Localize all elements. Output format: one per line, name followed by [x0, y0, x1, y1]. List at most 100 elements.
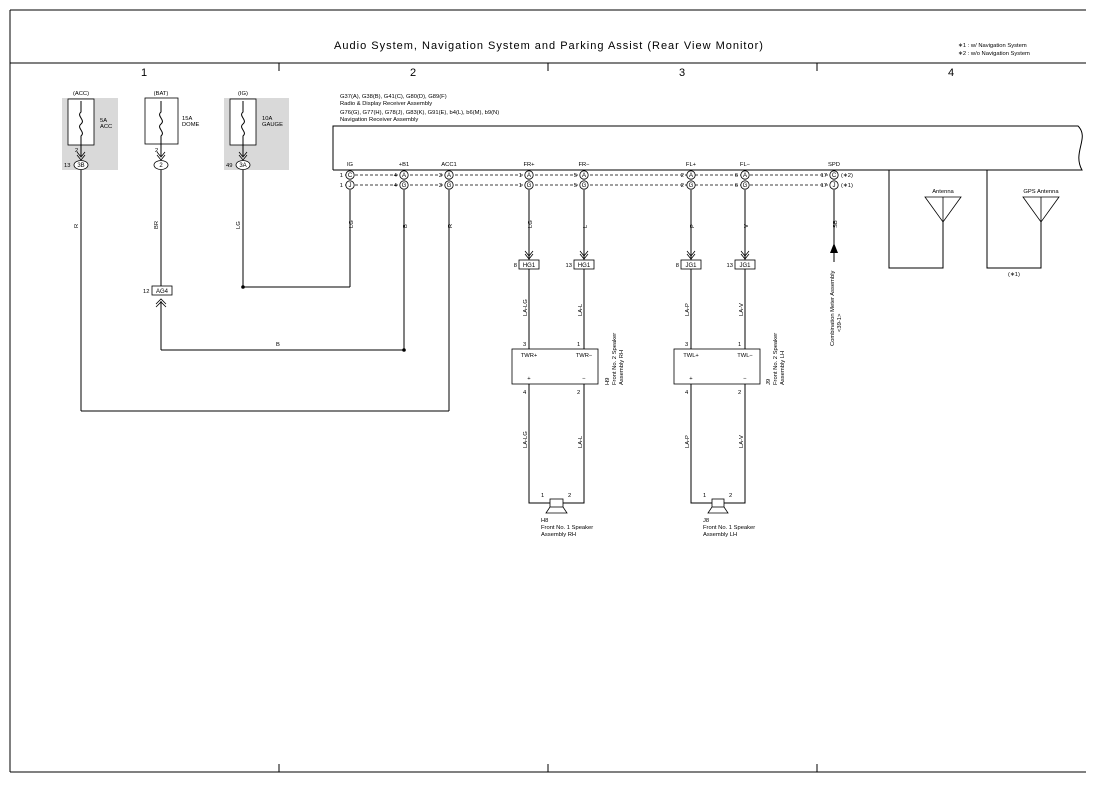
fuse-dome-name: DOME: [182, 122, 200, 128]
wire-color-upper: LA-V: [739, 303, 745, 316]
terminal-conn-bottom: J: [349, 183, 352, 189]
tweeter-rh-plus-sign: +: [527, 376, 531, 382]
tweeter-lh-name-2: Assembly LH: [780, 351, 786, 385]
fuse-gauge-name: GAUGE: [262, 122, 283, 128]
terminal-pin-top: 6: [735, 173, 738, 179]
fuse-gauge-circuit: (IG): [238, 91, 248, 97]
fuse-symbol-icon: [241, 101, 245, 145]
connector-arrow-icon: [579, 250, 589, 260]
terminal-conn-bottom: G: [402, 183, 407, 189]
tweeter-rh-pin-in-minus: 1: [577, 342, 580, 348]
terminal-note-top: (∗2): [841, 173, 853, 179]
junction-pin: 13: [727, 263, 733, 269]
combination-meter-code: <39-1>: [837, 313, 843, 332]
wire-color-lower: LA-P: [685, 435, 691, 448]
terminal-wire-color: R: [448, 224, 454, 228]
fuse-gauge-rating: 10A: [262, 116, 272, 122]
terminal-label: FL−: [740, 162, 751, 168]
fuse-acc-conn: 3B: [77, 163, 84, 169]
column-number-2: 2: [410, 67, 416, 79]
antenna-icon: [924, 196, 962, 223]
wire-color-upper: LA-LG: [523, 299, 529, 316]
gps-antenna-note: (∗1): [1008, 272, 1020, 278]
wire-color-lower: LA-LG: [523, 431, 529, 448]
terminal-pin-icon: [524, 170, 534, 180]
speaker-rh-pin1: 1: [541, 493, 544, 499]
terminal-pin-icon: [740, 180, 750, 190]
terminal-label: SPD: [828, 162, 840, 168]
fuse-dome-circuit: (BAT): [154, 91, 169, 97]
receiver-box: [332, 125, 1083, 171]
receiver-assembly: G37(A), G38(B), G41(C), G80(D), G89(F) R…: [332, 94, 1083, 228]
fuse-acc-conn-pin: 13: [64, 163, 70, 169]
tweeter-lh-plus-terminal: TWL+: [683, 353, 699, 359]
terminal-conn-top: A: [402, 173, 406, 179]
terminal-conn-bottom: J: [833, 183, 836, 189]
wire-bus-b-color: B: [276, 342, 280, 348]
terminal-wire-color: V: [744, 224, 750, 228]
speaker-rh-name-1: Front No. 1 Speaker: [541, 525, 593, 531]
wire-acc-color: R: [74, 224, 80, 228]
connector-arrow-icon: [686, 250, 696, 260]
terminal-pin-bottom: 5: [574, 183, 577, 189]
wire-dome-color: BR: [154, 221, 160, 229]
fuse-gauge-conn: 3A: [239, 163, 246, 169]
tweeter-lh-minus-terminal: TWL−: [737, 353, 753, 359]
combination-meter-name: Combination Meter Assembly: [830, 271, 836, 346]
wire-color-lower: LA-L: [578, 435, 584, 448]
fuse-symbol-icon: [159, 101, 163, 144]
terminal-pin-bottom: 4: [394, 183, 398, 189]
terminal-pin-icon: [829, 180, 839, 190]
terminal-label: +B1: [399, 162, 409, 168]
terminal-conn-top: A: [527, 173, 531, 179]
terminal-pin-top: 4: [394, 173, 398, 179]
fuse-acc: (ACC) 5A ACC 2 13 3B: [62, 91, 118, 170]
fuse-symbol-icon: [79, 101, 83, 145]
terminal-wire-color: SB: [833, 220, 839, 228]
terminal-conn-top: C: [832, 173, 837, 179]
wire-gauge-color: LG: [236, 221, 242, 229]
terminal-pin-bottom: 3: [439, 183, 442, 189]
column-number-4: 4: [948, 67, 954, 79]
terminal-pin-bottom: 6: [735, 183, 738, 189]
tweeter-lh-name-1: Front No. 2 Speaker: [773, 333, 779, 385]
terminal-conn-bottom: G: [447, 183, 452, 189]
terminal-label: FR−: [578, 162, 590, 168]
connector-arrow-icon: [524, 250, 534, 260]
receiver-codes-1: G37(A), G38(B), G41(C), G80(D), G89(F): [340, 94, 447, 100]
tweeter-lh: TWL+ TWL− + − 3 1 4 2 J9 Front No. 2 Spe…: [673, 333, 786, 396]
terminal-pin-bottom: 1: [340, 183, 343, 189]
fuse-dome-conn: 2: [159, 163, 163, 169]
terminal-pin-icon: [399, 170, 409, 180]
terminal-pin-icon: [399, 180, 409, 190]
terminal-pin-top: 2: [681, 173, 684, 179]
connector-arrow-icon: [156, 151, 166, 161]
gps-antenna-label: GPS Antenna: [1023, 189, 1059, 195]
terminal-label: FR+: [523, 162, 535, 168]
tweeter-lh-minus-sign: −: [743, 376, 747, 382]
wire-color-upper: LA-P: [685, 303, 691, 316]
terminal-label: FL+: [686, 162, 697, 168]
terminal-pin-icon: [740, 170, 750, 180]
tweeter-lh-pin-out-plus: 4: [685, 390, 689, 396]
combination-meter: Combination Meter Assembly <39-1>: [830, 190, 843, 346]
terminal-wire-color: L: [583, 224, 589, 228]
fuse-gauge-conn-pin: 49: [226, 163, 232, 169]
gps-antenna: GPS Antenna (∗1): [986, 170, 1060, 278]
speaker-rh-name-2: Assembly RH: [541, 532, 576, 538]
wire-color-upper: LA-L: [578, 303, 584, 316]
speaker-lh-pin2: 2: [729, 493, 732, 499]
terminal-conn-bottom: G: [743, 183, 748, 189]
terminal-pin-icon: [524, 180, 534, 190]
tweeter-rh-pin-out-minus: 2: [577, 390, 580, 396]
tweeter-rh-code: H9: [605, 378, 611, 385]
receiver-name-2: Navigation Receiver Assembly: [340, 117, 418, 123]
terminal-conn-top: A: [447, 173, 451, 179]
